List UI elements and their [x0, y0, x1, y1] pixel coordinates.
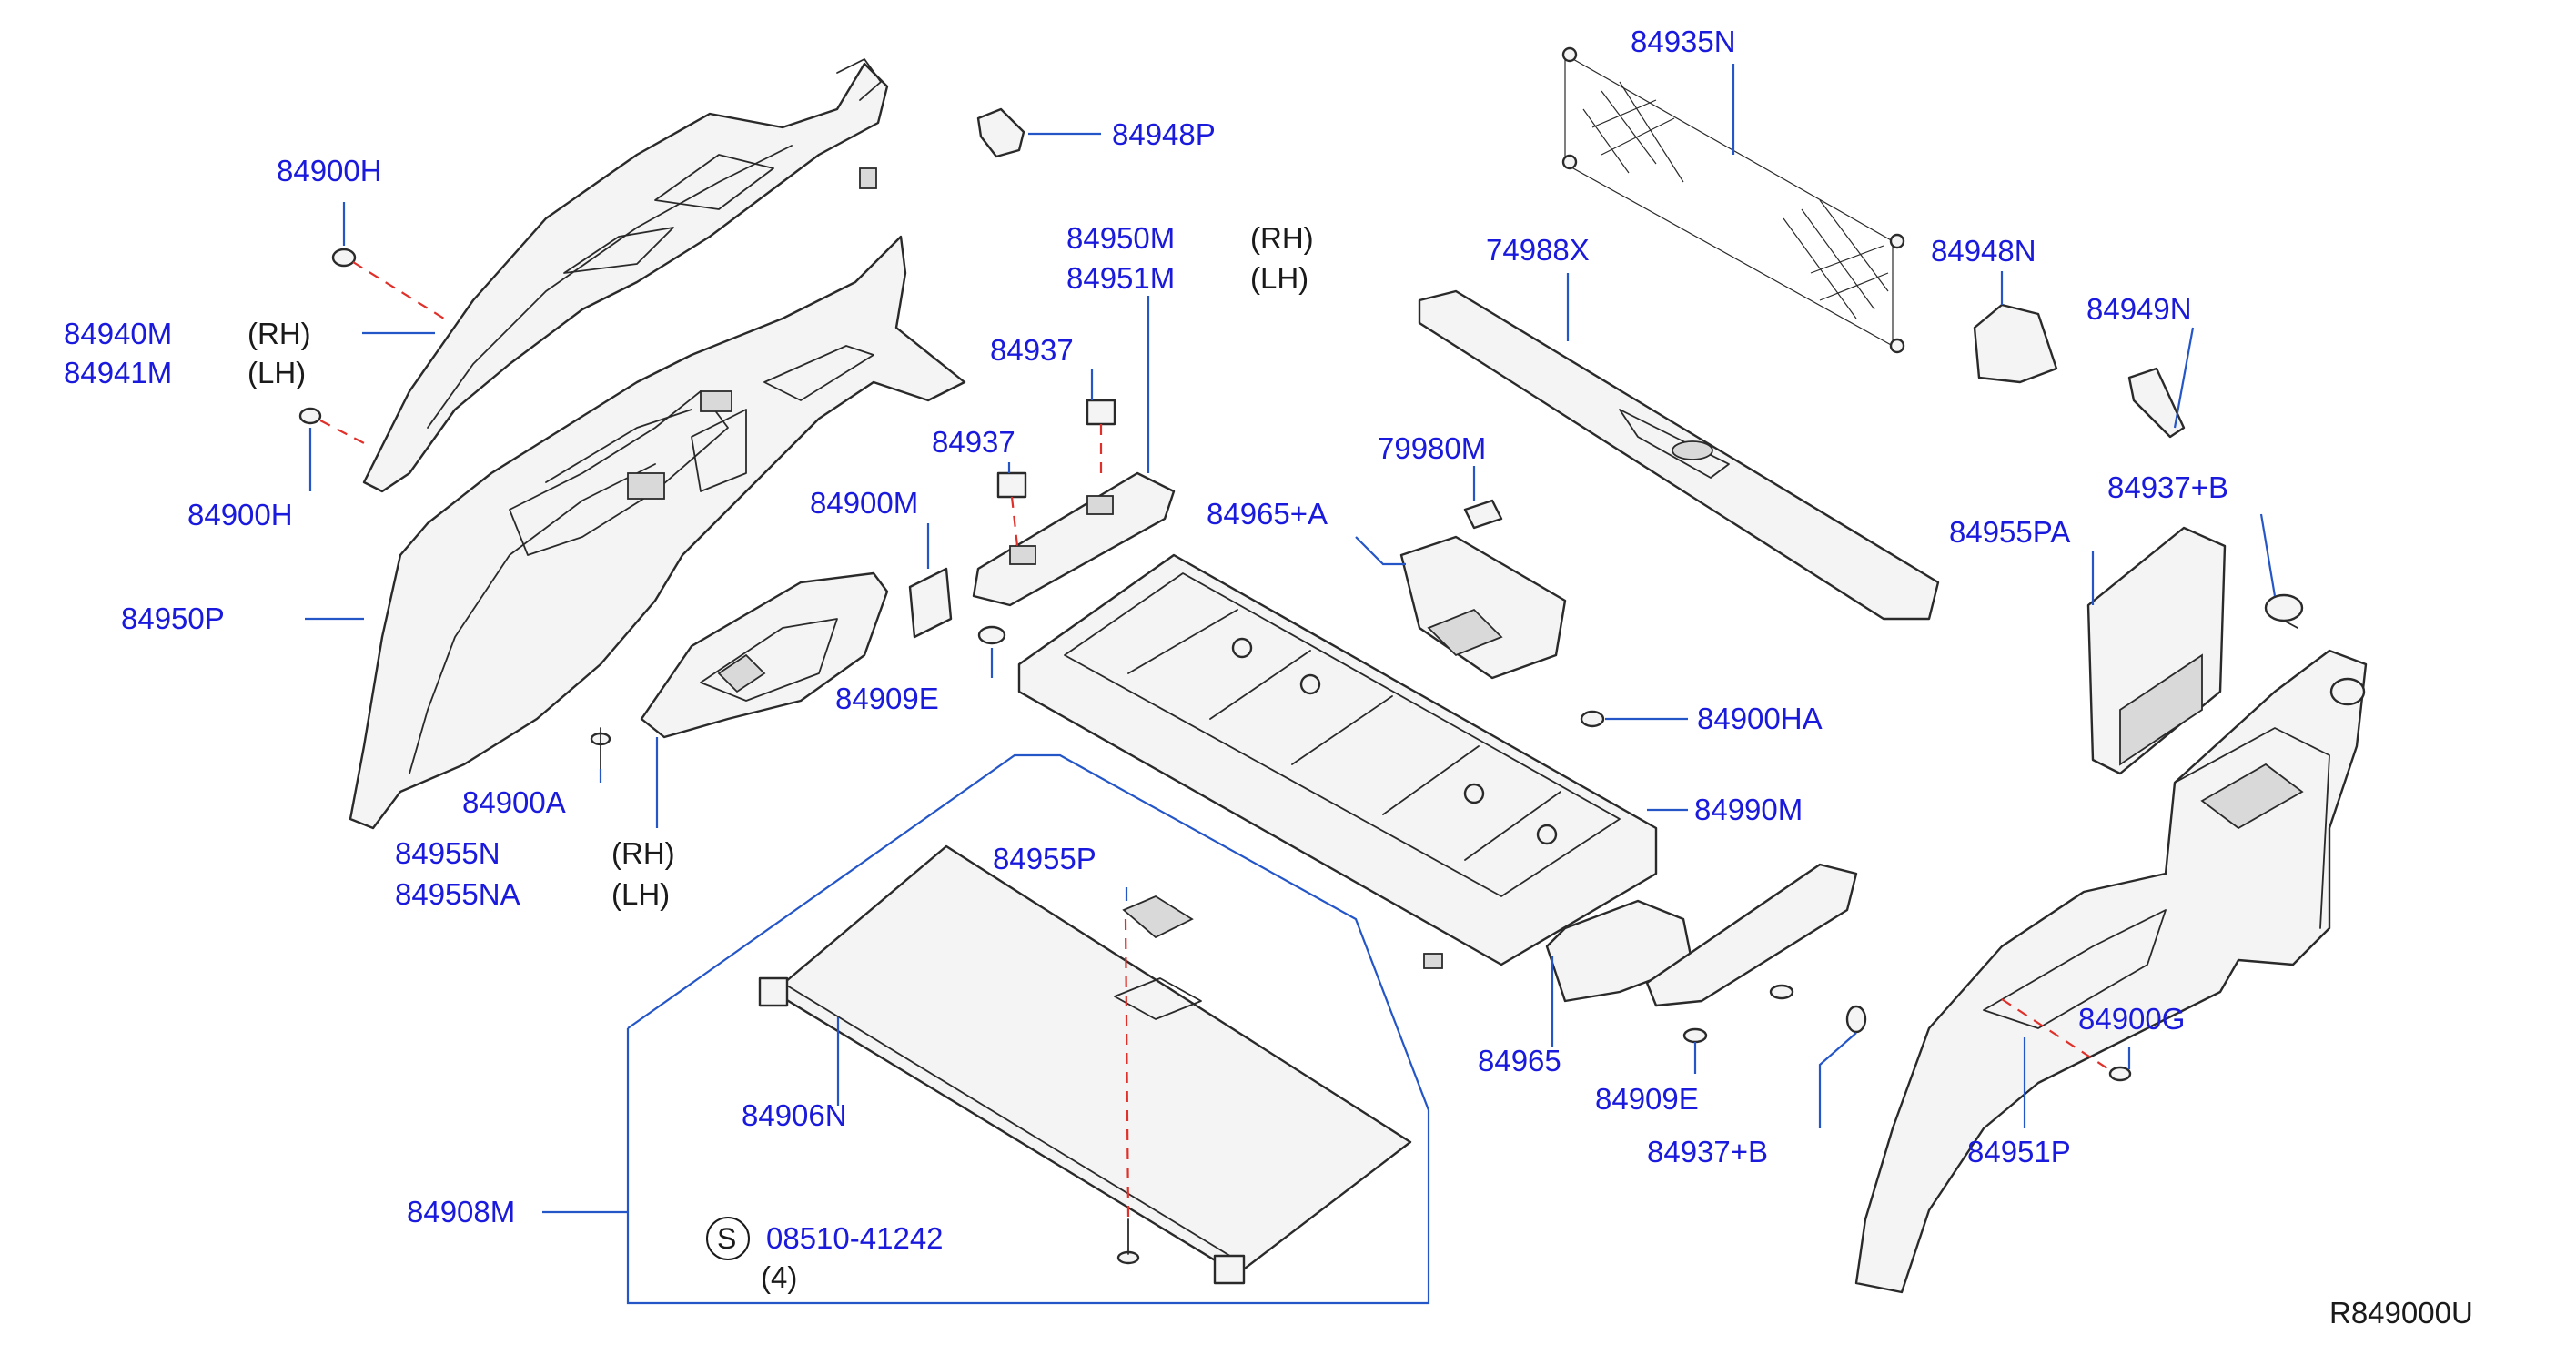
label-84900H-bottom: 84900H [187, 498, 293, 531]
label-qty-08510: (4) [761, 1260, 798, 1294]
label-74988X: 74988X [1486, 233, 1590, 267]
alignment-dash-lines [319, 261, 2114, 1218]
label-84937B-bottom: 84937+B [1647, 1135, 1769, 1168]
label-84900G: 84900G [2078, 1002, 2186, 1036]
label-84900HA: 84900HA [1697, 702, 1823, 735]
label-lh-84955NA: (LH) [611, 877, 671, 911]
clip-84937-a [1086, 399, 1116, 426]
trim-finisher-84955N [640, 571, 889, 739]
service-symbol-s: S [717, 1222, 737, 1255]
clip-84900G [2108, 1066, 2132, 1082]
diagram-reference-id: R849000U [2329, 1296, 2473, 1330]
tonneau-cover-84906N [758, 844, 1412, 1285]
label-84951M: 84951M [1066, 261, 1176, 295]
bezel-84948P [976, 107, 1025, 158]
clip-84937B-bottom [1845, 1005, 1867, 1034]
washer-84909E-right-2 [1769, 984, 1794, 1000]
label-84948P: 84948P [1112, 117, 1216, 151]
label-84937B-top: 84937+B [2107, 470, 2229, 504]
bracket-84965A [1399, 535, 1567, 680]
clip-84937B-top [2264, 593, 2304, 629]
floor-finisher-right [1645, 863, 1858, 1007]
label-84949N: 84949N [2086, 292, 2192, 326]
label-84955PA: 84955PA [1949, 515, 2071, 549]
washer-84909E-right [1682, 1027, 1708, 1044]
label-84937-b: 84937 [932, 425, 1015, 459]
clip-84937-b [996, 471, 1027, 499]
label-84955P: 84955P [993, 842, 1096, 875]
finisher-84950M [972, 471, 1176, 607]
clip-84900H-top [331, 248, 357, 268]
side-trim-84951P [1854, 649, 2368, 1294]
label-rh-84950M: (RH) [1250, 221, 1314, 255]
label-84900M: 84900M [810, 486, 919, 520]
panel-84955PA [2086, 526, 2227, 775]
label-84908M: 84908M [407, 1195, 516, 1229]
screw-84900A [590, 727, 611, 770]
clip-84900HA [1580, 710, 1605, 728]
clip-84900M [908, 567, 953, 639]
label-lh-84951M: (LH) [1250, 261, 1309, 295]
label-84940M: 84940M [64, 317, 173, 350]
clip-84900H-bottom [298, 407, 322, 425]
cover-84949N [2127, 367, 2186, 439]
label-84900H-top: 84900H [277, 154, 382, 187]
cover-84948N [1973, 303, 2058, 384]
label-08510-41242: 08510-41242 [766, 1221, 944, 1255]
label-79980M: 79980M [1378, 431, 1487, 465]
garnish-74988X [1418, 289, 1940, 621]
label-84937-a: 84937 [990, 333, 1074, 367]
label-84990M: 84990M [1694, 793, 1803, 826]
leader-lines [305, 64, 2277, 1214]
label-84909E-left: 84909E [835, 682, 939, 715]
label-84941M: 84941M [64, 356, 173, 389]
label-84909E-right: 84909E [1595, 1082, 1699, 1116]
label-84965A: 84965+A [1207, 497, 1328, 531]
label-84900A: 84900A [462, 785, 566, 819]
label-lh-84941M: (LH) [247, 356, 307, 389]
clip-79980M [1463, 499, 1503, 530]
label-84955N: 84955N [395, 836, 500, 870]
side-trim-panel-84950P [349, 235, 966, 830]
label-rh-84955N: (RH) [611, 836, 675, 870]
label-84955NA: 84955NA [395, 877, 520, 911]
bolt-08510-41242 [1116, 1218, 1140, 1265]
label-84951P: 84951P [1967, 1135, 2071, 1168]
label-84906N: 84906N [742, 1098, 847, 1132]
label-84935N: 84935N [1631, 25, 1736, 58]
label-84950P: 84950P [121, 602, 225, 635]
label-84948N: 84948N [1931, 234, 2036, 268]
upper-side-trim-84940M [362, 58, 889, 493]
luggage-floor-box-84990M [1017, 553, 1658, 969]
washer-84909E [977, 625, 1006, 645]
cargo-net-84935N [1561, 46, 1905, 354]
label-84965: 84965 [1478, 1044, 1561, 1077]
service-symbol-circle [706, 1217, 750, 1260]
label-84950M: 84950M [1066, 221, 1176, 255]
label-rh-84940M: (RH) [247, 317, 311, 350]
group-outline-84908M [626, 753, 1430, 1305]
